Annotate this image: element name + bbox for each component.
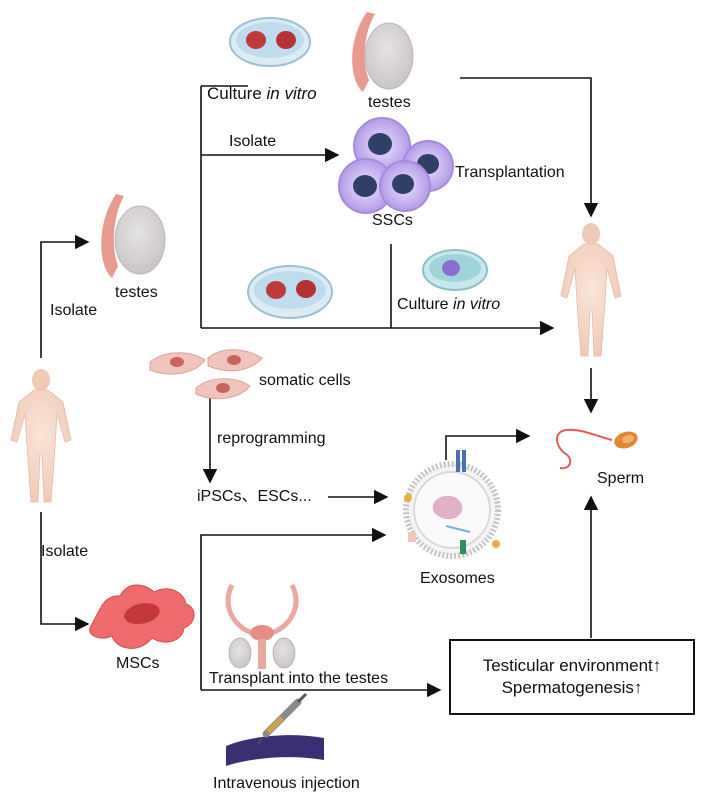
reproductive-tract-icon [225,583,299,669]
label-sperm: Sperm [597,470,645,487]
arrow-mscs-to-exosomes [200,527,387,690]
label-isolate-top: Isolate [229,133,277,150]
label-somatic-cells: somatic cells [259,372,351,389]
exosome-icon [403,450,501,559]
label-ipscs-escs: iPSCs、ESCs... [197,488,312,505]
label-reprogramming: reprogramming [217,430,326,447]
result-line-spermatogenesis: Spermatogenesis↑ [501,678,643,697]
label-transplant-into-testes: Transplant into the testes [209,670,389,687]
label-culture-in-vitro-top: Culture in vitro [207,85,317,103]
petri-dish-icon [247,265,333,319]
arrow-exosomes-to-sperm [445,428,531,460]
arrow-to-left-testes [40,234,90,358]
arrow-testes-to-human [460,77,599,218]
label-isolate-left: Isolate [50,302,98,319]
label-isolate-bottom: Isolate [41,543,89,560]
label-transplantation: Transplantation [455,164,565,181]
human-figure-icon [560,223,622,357]
label-testes-top: testes [368,94,411,111]
somatic-cell-icon [149,349,263,400]
result-line-environment: Testicular environment↑ [482,656,662,675]
human-figure-icon [10,369,72,503]
testis-icon [101,194,166,278]
label-sscs: SSCs [372,212,413,229]
label-testes-left: testes [115,284,158,301]
label-culture-in-vitro-mid: Culture in vitro [397,296,500,314]
label-text: Culture [207,84,267,103]
label-italic: in vitro [453,296,501,313]
label-text: Culture [397,296,454,313]
result-box: Testicular environment↑ Spermatogenesis↑ [449,639,695,715]
petri-dish-icon [422,249,488,291]
testis-icon [352,12,414,92]
arrow-to-mscs [40,512,90,632]
label-exosomes: Exosomes [420,570,495,587]
label-mscs: MSCs [116,655,160,672]
label-italic: in vitro [266,84,317,103]
syringe-icon [226,692,324,766]
label-intravenous-injection: Intravenous injection [213,775,360,792]
ssc-cluster-icon [338,117,454,214]
sperm-icon [556,428,638,470]
connector-lines [40,77,599,698]
petri-dish-icon [229,17,311,67]
msc-cell-icon [89,584,195,649]
